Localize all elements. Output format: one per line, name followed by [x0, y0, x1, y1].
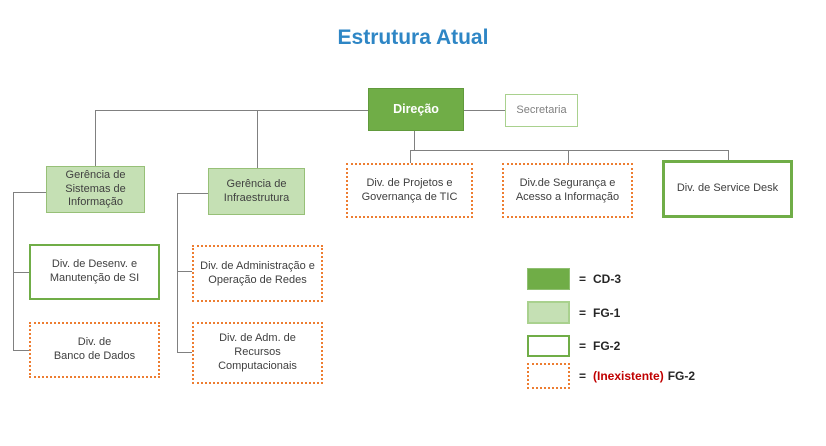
legend-equals: = [579, 339, 587, 353]
legend-equals: = [579, 305, 587, 320]
node-div-seguranca: Div.de Segurança e Acesso a Informação [502, 163, 633, 218]
connector [95, 110, 96, 166]
connector [177, 193, 208, 194]
legend-equals: = [579, 369, 587, 383]
node-secretaria: Secretaria [505, 94, 578, 127]
legend-item-fg2: = FG-2 [527, 335, 620, 357]
connector [464, 110, 505, 111]
legend-inexistente-text: (Inexistente) [593, 369, 664, 383]
connector [177, 193, 178, 352]
connector [414, 131, 415, 150]
node-div-service-desk: Div. de Service Desk [662, 160, 793, 218]
node-div-redes: Div. de Administração e Operação de Rede… [192, 245, 323, 302]
legend-label: FG-2 [593, 339, 621, 353]
legend-swatch-fg2 [527, 335, 570, 357]
connector [568, 150, 569, 163]
legend-item-inexistente-fg2: = (Inexistente) FG-2 [527, 363, 695, 389]
legend-swatch-cd3 [527, 268, 570, 290]
connector [177, 271, 192, 272]
node-div-banco-dados: Div. de Banco de Dados [29, 322, 160, 378]
legend-label: FG-1 [593, 305, 621, 320]
node-gerencia-infraestrutura: Gerência de Infraestrutura [208, 168, 305, 215]
node-gerencia-sistemas: Gerência de Sistemas de Informação [46, 166, 145, 213]
connector [13, 272, 29, 273]
legend-item-fg1: = FG-1 [527, 301, 620, 324]
legend-label: CD-3 [593, 272, 622, 286]
connector [13, 350, 29, 351]
connector [728, 150, 729, 160]
node-div-desenv: Div. de Desenv. e Manutenção de SI [29, 244, 160, 300]
legend-label: FG-2 [667, 369, 696, 383]
legend-item-cd3: = CD-3 [527, 268, 621, 290]
connector [410, 150, 729, 151]
connector [13, 192, 46, 193]
connector [410, 150, 411, 163]
chart-title: Estrutura Atual [337, 26, 489, 49]
connector [177, 352, 192, 353]
connector [13, 192, 14, 350]
node-div-recursos: Div. de Adm. de Recursos Computacionais [192, 322, 323, 384]
legend-equals: = [579, 272, 587, 286]
node-direcao: Direção [368, 88, 464, 131]
legend-swatch-inexistente [527, 363, 570, 389]
node-div-projetos: Div. de Projetos e Governança de TIC [346, 163, 473, 218]
legend-swatch-fg1 [527, 301, 570, 324]
connector [257, 110, 258, 168]
connector [95, 110, 368, 111]
